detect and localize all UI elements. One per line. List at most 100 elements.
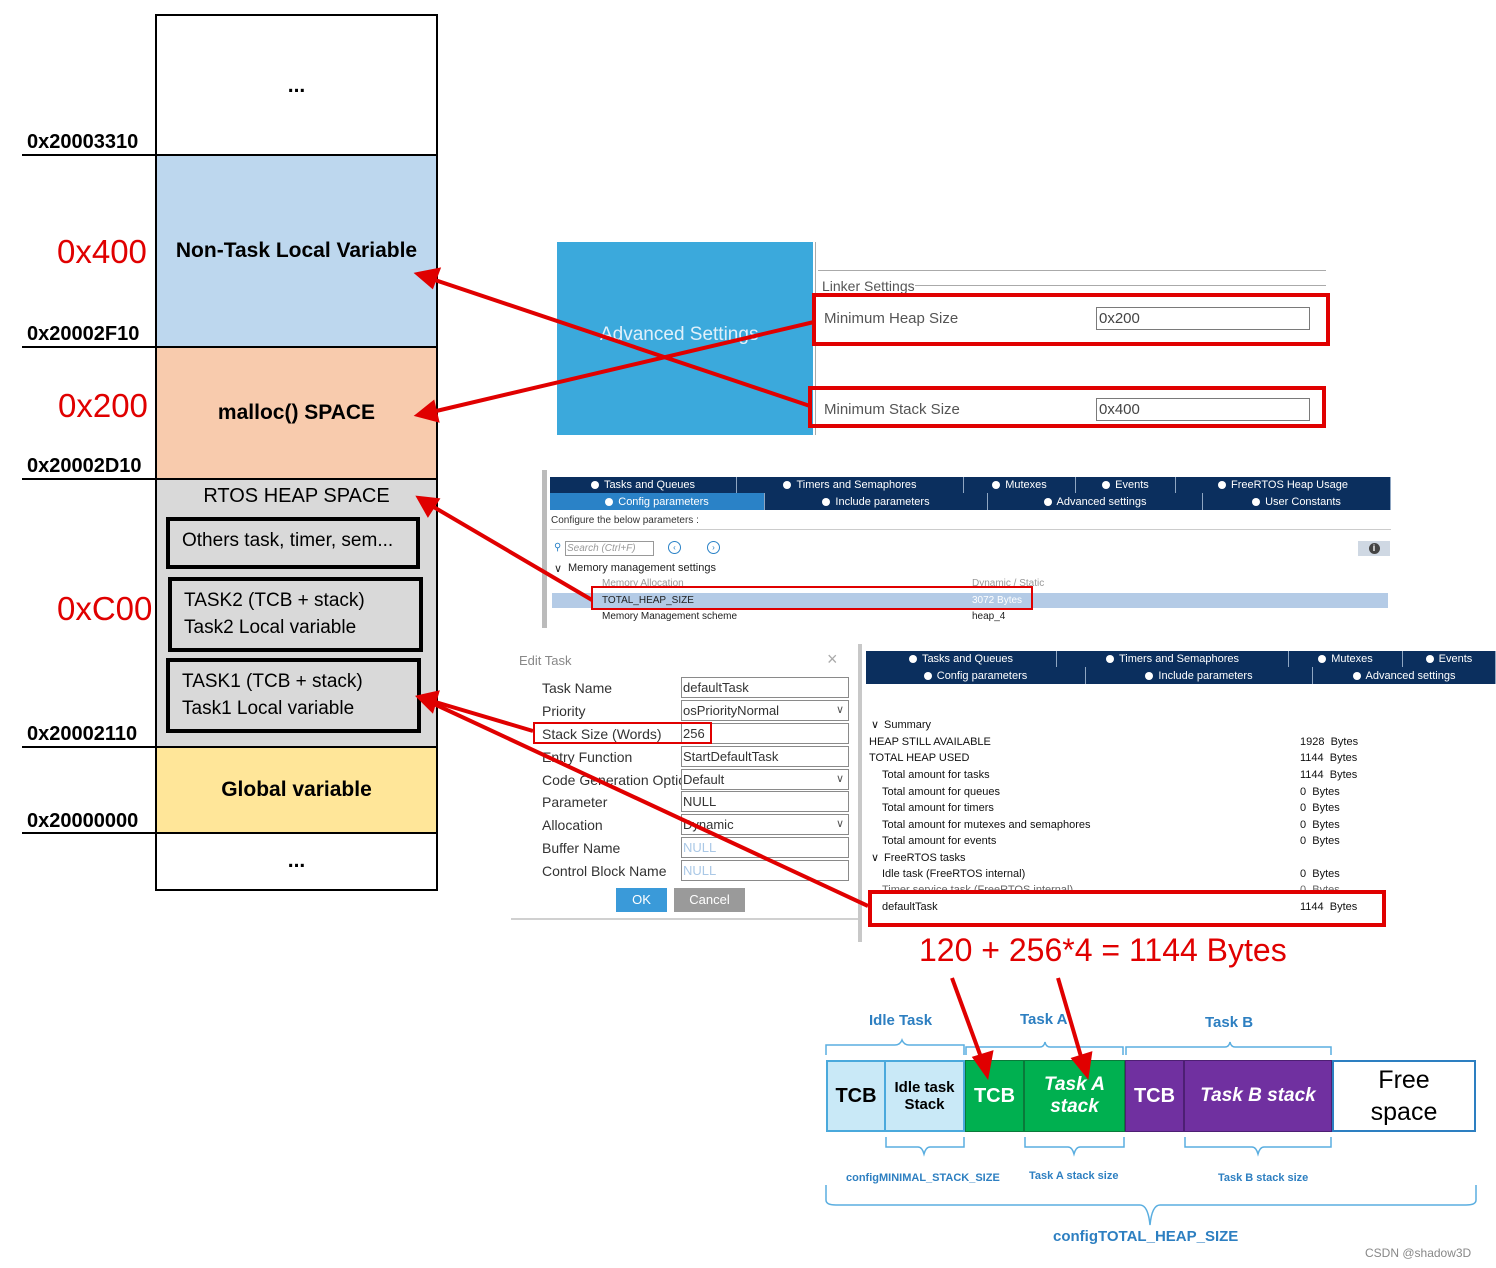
memory-bottom-block: ... xyxy=(155,833,438,891)
tab-config-parameters[interactable]: Config parameters xyxy=(866,667,1086,684)
entry-function-input[interactable]: StartDefaultTask xyxy=(681,746,849,767)
entry-function-label: Entry Function xyxy=(542,749,633,765)
group-chevron-icon[interactable]: ∨ xyxy=(554,563,563,575)
next-arrow-icon[interactable]: › xyxy=(707,541,720,554)
idle-task-title: Idle Task xyxy=(869,1012,933,1029)
tab-timers-semaphores[interactable]: Timers and Semaphores xyxy=(1057,651,1289,667)
advanced-settings-tile[interactable] xyxy=(557,242,813,435)
tab-mutexes[interactable]: Mutexes xyxy=(1289,651,1403,667)
total-heap-value[interactable]: 3072 Bytes xyxy=(972,595,1023,606)
parameter-label: Parameter xyxy=(542,794,608,810)
task1-line2: Task1 Local variable xyxy=(182,698,355,719)
ok-label: OK xyxy=(632,892,651,907)
segment-label: Idle task Stack xyxy=(894,1079,955,1113)
address-label: 0x20003310 xyxy=(27,131,139,153)
code-gen-label: Code Generation Option xyxy=(542,772,694,788)
task-a-brace xyxy=(965,1041,1124,1055)
idle-task-brace xyxy=(825,1037,965,1055)
stack-size-label: Stack Size (Words) xyxy=(542,726,662,742)
field-value: NULL xyxy=(683,863,717,878)
default-task-value: 1144 Bytes xyxy=(1300,901,1358,913)
close-icon[interactable]: × xyxy=(827,649,838,669)
mutex-amount-value: 0 Bytes xyxy=(1300,819,1340,831)
tasks-amount-value: 1144 Bytes xyxy=(1300,769,1358,781)
memory-allocation-label: Memory Allocation xyxy=(602,578,684,589)
task-a-tcb-segment: TCB xyxy=(965,1060,1024,1132)
tab-include-parameters[interactable]: Include parameters xyxy=(765,493,988,510)
check-icon xyxy=(992,481,1001,489)
mm-scheme-label: Memory Management scheme xyxy=(602,611,738,622)
field-value: Default xyxy=(683,772,725,787)
total-heap-label: TOTAL_HEAP_SIZE xyxy=(602,595,694,606)
buffer-name-label: Buffer Name xyxy=(542,840,621,856)
tab-label: Mutexes xyxy=(1331,653,1373,665)
prev-arrow-icon[interactable]: ‹ xyxy=(668,541,681,554)
segment-label: TCB xyxy=(1133,1084,1176,1107)
tab-advanced-settings[interactable]: Advanced settings xyxy=(988,493,1203,510)
min-heap-input[interactable]: 0x200 xyxy=(1096,307,1310,330)
parameter-input[interactable]: NULL xyxy=(681,791,849,812)
free-space-segment: Free space xyxy=(1332,1060,1476,1132)
timer-row-mask xyxy=(866,893,1386,899)
segment-label: TCB xyxy=(835,1084,877,1107)
allocation-select[interactable]: Dynamic∨ xyxy=(681,814,849,835)
tab-label: Include parameters xyxy=(1158,669,1253,682)
events-amount-label: Total amount for events xyxy=(882,835,997,847)
default-task-highlight xyxy=(868,890,1386,927)
cancel-button[interactable]: Cancel xyxy=(674,888,745,912)
tab-label: Config parameters xyxy=(936,669,1028,682)
ok-button[interactable]: OK xyxy=(616,888,667,912)
address-label: 0x20002110 xyxy=(27,723,138,745)
task-a-stack-segment: Task A stack xyxy=(1024,1060,1125,1132)
stack-size-arrow xyxy=(431,699,534,733)
min-heap-label: Minimum Heap Size xyxy=(824,310,959,327)
control-block-label: Control Block Name xyxy=(542,863,667,879)
total-heap-row[interactable] xyxy=(552,593,1388,608)
summary-chevron-icon[interactable]: ∨ xyxy=(871,719,880,731)
check-icon xyxy=(1352,671,1361,680)
others-task-label: Others task, timer, sem... xyxy=(182,530,394,551)
segment-label: Task B stack xyxy=(1200,1085,1316,1106)
formula-arrow-left xyxy=(950,977,984,1061)
tab-heap-usage[interactable]: FreeRTOS Heap Usage xyxy=(1176,477,1391,493)
boundary-line xyxy=(22,346,438,348)
tab-tasks-queues[interactable]: Tasks and Queues xyxy=(550,477,737,493)
tab-config-parameters[interactable]: Config parameters xyxy=(550,493,765,510)
non-task-stack-label: Non-Task Local Variable xyxy=(175,239,418,262)
task-b-brace xyxy=(1125,1041,1332,1055)
code-gen-select[interactable]: Default∨ xyxy=(681,769,849,790)
stack-size-highlight xyxy=(533,722,712,744)
heap-arrow xyxy=(431,320,815,414)
a-stack-brace xyxy=(1024,1137,1125,1157)
tab-label: Timers and Semaphores xyxy=(1118,653,1240,665)
stack-size-input[interactable]: 256 xyxy=(681,723,849,744)
tasks-chevron-icon[interactable]: ∨ xyxy=(871,852,880,864)
min-stack-brace xyxy=(885,1137,965,1157)
search-input[interactable]: Search (Ctrl+F) xyxy=(565,541,654,556)
config-tabs-row2: Config parameters Include parameters Adv… xyxy=(550,493,1391,510)
config-instruction: Configure the below parameters : xyxy=(551,515,699,526)
min-stack-input[interactable]: 0x400 xyxy=(1096,398,1310,421)
queues-amount-label: Total amount for queues xyxy=(882,786,1001,798)
global-variable-label: Global variable xyxy=(221,778,372,801)
linker-group-title: Linker Settings xyxy=(822,278,915,294)
tab-tasks-queues[interactable]: Tasks and Queues xyxy=(866,651,1057,667)
total-brace xyxy=(825,1185,1477,1226)
address-label: 0x20002D10 xyxy=(27,455,142,477)
info-icon[interactable]: i xyxy=(1358,541,1390,556)
allocation-label: Allocation xyxy=(542,817,603,833)
heap-available-label: HEAP STILL AVAILABLE xyxy=(869,736,991,748)
task-name-input[interactable]: defaultTask xyxy=(681,677,849,698)
priority-select[interactable]: osPriorityNormal∨ xyxy=(681,700,849,721)
segment-label: Task A stack xyxy=(1044,1074,1105,1117)
default-task-label: defaultTask xyxy=(882,901,938,913)
instruction-line xyxy=(550,529,1391,530)
tab-mutexes[interactable]: Mutexes xyxy=(964,477,1076,493)
tab-timers-semaphores[interactable]: Timers and Semaphores xyxy=(737,477,964,493)
tab-user-constants[interactable]: User Constants xyxy=(1203,493,1391,510)
tab-include-parameters[interactable]: Include parameters xyxy=(1086,667,1313,684)
boundary-line xyxy=(22,746,438,748)
boundary-line xyxy=(22,478,438,480)
tab-label: Events xyxy=(1115,479,1149,491)
tab-events[interactable]: Events xyxy=(1076,477,1176,493)
